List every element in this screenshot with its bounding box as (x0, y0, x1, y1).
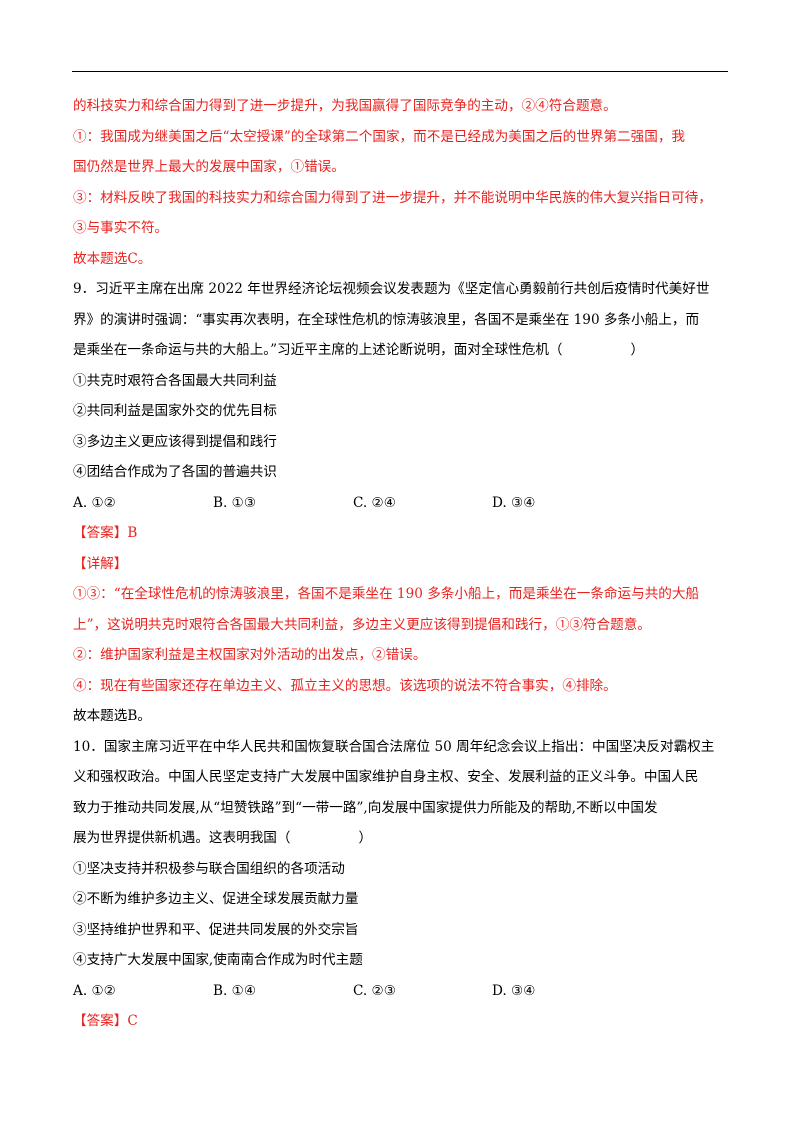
q9-choice-c: C. ②④ (353, 495, 396, 511)
q9-stem: 是乘坐在一条命运与共的大船上。”习近平主席的上述论断说明，面对全球性危机（ ） (73, 342, 645, 358)
answer-label: 【答案】 (73, 1013, 128, 1029)
q10-choice-a: A. ①② (73, 983, 116, 999)
q10-stem: 义和强权政治。中国人民坚定支持广大发展中国家维护自身主权、安全、发展利益的正义斗… (73, 769, 699, 785)
q9-detail-label: 【详解】 (73, 556, 128, 572)
q10-choice-b: B. ①④ (213, 983, 257, 999)
q10-item: ④支持广大发展中国家,使南南合作成为时代主题 (73, 952, 363, 968)
answer-label: 【答案】 (73, 525, 128, 541)
q10-answer: 【答案】C (73, 1012, 733, 1030)
q10-choice-c: C. ②③ (353, 983, 396, 999)
explanation-line: 国仍然是世界上最大的发展中国家，①错误。 (73, 159, 345, 175)
q10-choice-d: D. ③④ (492, 983, 536, 999)
q10-stem: 展为世界提供新机遇。这表明我国（ ） (73, 830, 373, 846)
explanation-line: ①：我国成为继美国之后“太空授课”的全球第二个国家，而不是已经成为美国之后的世界… (73, 129, 686, 145)
q9-choice-a: A. ①② (73, 495, 116, 511)
q9-answer: 【答案】B (73, 524, 733, 542)
q9-conclusion: 故本题选B。 (73, 708, 151, 724)
q10-item: ③坚持维护世界和平、促进共同发展的外交宗旨 (73, 922, 359, 938)
explanation-line: ③：材料反映了我国的科技实力和综合国力得到了进一步提升，并不能说明中华民族的伟大… (73, 190, 712, 206)
q9-item: ③多边主义更应该得到提倡和践行 (73, 434, 277, 450)
q9-stem: 界》的演讲时强调：“事实再次表明，在全球性危机的惊涛骇浪里，各国不是乘坐在 19… (73, 312, 700, 328)
q9-detail-line: ①③：“在全球性危机的惊涛骇浪里，各国不是乘坐在 190 多条小船上，而是乘坐在… (73, 586, 700, 602)
q9-item: ④团结合作成为了各国的普遍共识 (73, 464, 277, 480)
q10-item: ②不断为维护多边主义、促进全球发展贡献力量 (73, 891, 359, 907)
q10-stem: 致力于推动共同发展,从“坦赞铁路”到“一带一路”,向发展中国家提供力所能及的帮助… (73, 800, 658, 816)
explanation-line: ③与事实不符。 (73, 220, 169, 236)
q9-item: ①共克时艰符合各国最大共同利益 (73, 373, 277, 389)
q9-choice-d: D. ③④ (492, 495, 536, 511)
q9-stem: 9．习近平主席在出席 2022 年世界经济论坛视频会议发表题为《坚定信心勇毅前行… (73, 281, 710, 297)
answer-value: B (127, 525, 138, 541)
q9-choice-b: B. ①③ (213, 495, 257, 511)
q9-detail-line: 上”，这说明共克时艰符合各国最大共同利益，多边主义更应该得到提倡和践行，①③符合… (73, 617, 651, 633)
answer-value: C (127, 1013, 138, 1029)
explanation-line: 的科技实力和综合国力得到了进一步提升，为我国赢得了国际竞争的主动，②④符合题意。 (73, 98, 617, 114)
header-rule (72, 71, 728, 72)
q9-item: ②共同利益是国家外交的优先目标 (73, 403, 277, 419)
conclusion: 故本题选C。 (73, 251, 152, 267)
q9-detail-line: ②：维护国家利益是主权国家对外活动的出发点，②错误。 (73, 647, 427, 663)
q10-item: ①坚决支持并积极参与联合国组织的各项活动 (73, 861, 345, 877)
q10-stem: 10．国家主席习近平在中华人民共和国恢复联合国合法席位 50 周年纪念会议上指出… (73, 739, 715, 755)
q9-detail-line: ④：现在有些国家还存在单边主义、孤立主义的思想。该选项的说法不符合事实，④排除。 (73, 678, 617, 694)
